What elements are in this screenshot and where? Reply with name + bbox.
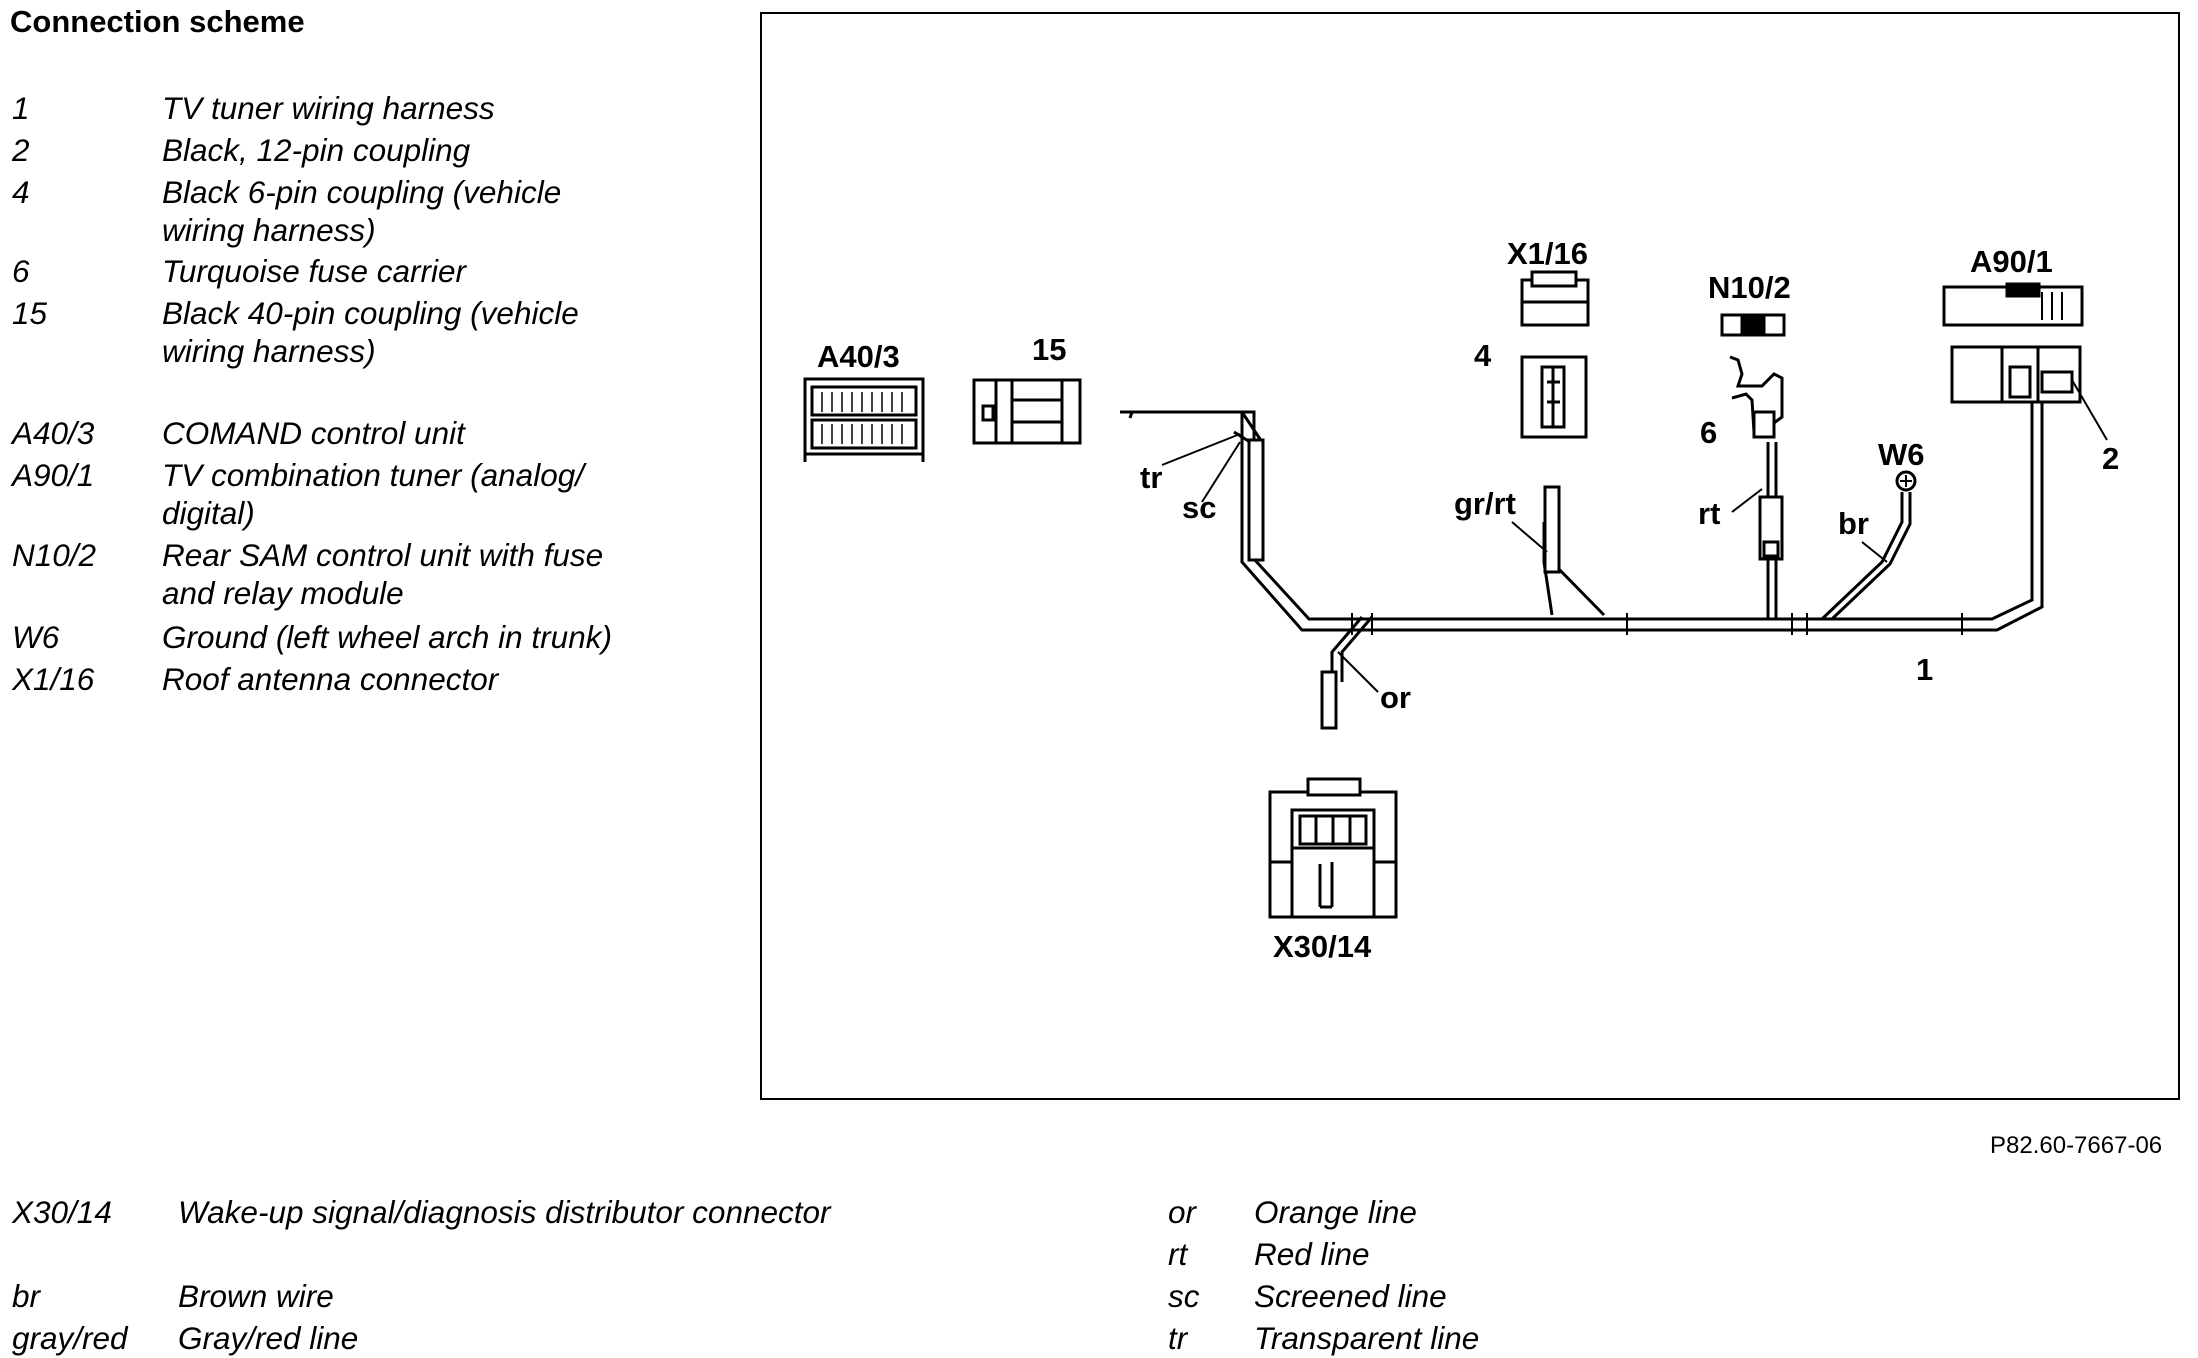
label-a90-1: A90/1 [1970, 244, 2053, 279]
label-1: 1 [1916, 652, 1933, 687]
legend-code: 6 [12, 253, 30, 289]
lead-br [1820, 470, 1917, 621]
legend-item: sc Screened line [1168, 1276, 1668, 1316]
page-title: Connection scheme [10, 4, 305, 39]
wiring-diagram: A40/3 15 X1/16 4 N10/2 6 A90/1 2 W6 tr s… [803, 236, 2119, 964]
legend-description: Brown wire [178, 1278, 334, 1314]
diagram-frame: A40/3 15 X1/16 4 N10/2 6 A90/1 2 W6 tr s… [760, 12, 2180, 1100]
connector-a90-1 [1942, 282, 2108, 441]
legend-item: 6 Turquoise fuse carrier [12, 251, 712, 291]
legend-code: X30/14 [12, 1194, 112, 1230]
legend-code: br [12, 1278, 41, 1314]
legend-code: 15 [12, 295, 48, 331]
legend-item: rt Red line [1168, 1234, 1668, 1274]
legend-description: wiring harness) [162, 333, 376, 369]
legend-description: Screened line [1254, 1278, 1447, 1314]
legend-description: wiring harness) [162, 212, 376, 248]
legend-item: gray/red Gray/red line [12, 1318, 1012, 1358]
figure-reference: P82.60-7667-06 [1990, 1132, 2163, 1159]
lead-gr-rt [1511, 485, 1606, 617]
legend-code: N10/2 [12, 537, 97, 573]
label-2: 2 [2102, 441, 2119, 476]
legend-item: X30/14 Wake-up signal/diagnosis distribut… [12, 1192, 1012, 1232]
legend-item: A40/3 COMAND control unit [12, 413, 712, 453]
legend-description: Black 6-pin coupling (vehicle [162, 174, 562, 210]
lead-rt [1731, 442, 1784, 619]
lead-tr-sc [1128, 411, 1265, 562]
legend-code: A90/1 [12, 457, 95, 493]
label-6: 6 [1700, 415, 1717, 450]
legend-description: Orange line [1254, 1194, 1417, 1230]
lead-or [1320, 616, 1379, 730]
legend-description: Red line [1254, 1236, 1370, 1272]
label-x30-14: X30/14 [1273, 929, 1372, 964]
legend-description: Gray/red line [178, 1320, 359, 1356]
legend-code: gray/red [12, 1320, 128, 1356]
legend-description: and relay module [162, 575, 404, 611]
legend-item: or Orange line [1168, 1192, 1668, 1232]
legend-description: Roof antenna connector [162, 661, 499, 697]
legend-item: tr Transparent line [1168, 1318, 1668, 1358]
legend-description: Wake-up signal/diagnosis distributor con… [178, 1194, 831, 1230]
legend-item: 1 TV tuner wiring harness [12, 88, 712, 128]
connector-n10-2 [1720, 313, 1786, 439]
legend-description: Ground (left wheel arch in trunk) [162, 619, 612, 655]
connector-15 [972, 378, 1082, 445]
legend-description: digital) [162, 495, 255, 531]
legend-item: X1/16 Roof antenna connector [12, 659, 712, 699]
label-x1-16: X1/16 [1507, 236, 1588, 271]
legend-description: Black 40-pin coupling (vehicle [162, 295, 579, 331]
legend-item: 2 Black, 12-pin coupling [12, 130, 712, 170]
legend-code: or [1168, 1194, 1197, 1230]
legend-description: TV tuner wiring harness [162, 90, 495, 126]
legend-description: Transparent line [1254, 1320, 1480, 1356]
legend-description: Turquoise fuse carrier [162, 253, 467, 289]
legend-description: TV combination tuner (analog/ [162, 457, 584, 493]
legend-code: A40/3 [12, 415, 95, 451]
label-rt: rt [1698, 496, 1720, 531]
legend-description: COMAND control unit [162, 415, 465, 451]
legend-item: br Brown wire [12, 1276, 1012, 1316]
label-4: 4 [1474, 338, 1492, 373]
legend-description: Rear SAM control unit with fuse [162, 537, 604, 573]
connector-4 [1520, 355, 1588, 439]
label-tr: tr [1140, 460, 1162, 495]
label-br: br [1838, 506, 1869, 541]
label-n10-2: N10/2 [1708, 270, 1791, 305]
legend-code: 2 [12, 132, 30, 168]
connector-a40-3 [803, 377, 925, 462]
label-a40-3: A40/3 [817, 339, 900, 374]
label-gr-rt: gr/rt [1454, 486, 1516, 521]
connector-x1-16 [1520, 270, 1590, 327]
connector-x30-14 [1268, 777, 1398, 919]
legend-code: W6 [12, 619, 60, 655]
legend-code: 1 [12, 90, 30, 126]
label-w6: W6 [1878, 437, 1925, 472]
label-15: 15 [1032, 332, 1066, 367]
label-or: or [1380, 680, 1411, 715]
legend-description: Black, 12-pin coupling [162, 132, 471, 168]
legend-item: A90/1 TV combination tuner (analog/digita… [12, 455, 712, 535]
legend-code: tr [1168, 1320, 1188, 1356]
legend-code: 4 [12, 174, 30, 210]
legend-code: sc [1168, 1278, 1200, 1314]
legend-code: X1/16 [12, 661, 95, 697]
legend-code: rt [1168, 1236, 1188, 1272]
legend-item: W6 Ground (left wheel arch in trunk) [12, 617, 712, 657]
label-sc: sc [1182, 490, 1216, 525]
